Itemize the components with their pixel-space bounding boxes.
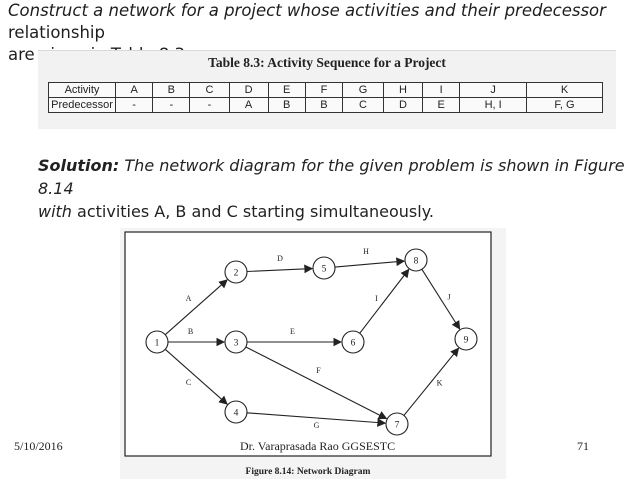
node-label-6: 6 [351,339,356,349]
table-cell: - [152,97,191,113]
edge-label-F: F [316,366,321,375]
node-4 [224,400,248,424]
edge-label-G: G [314,421,320,430]
edge-label-J: J [447,293,450,302]
footer-date: 5/10/2016 [14,439,63,453]
solution-text: Solution: The network diagram for the gi… [38,154,628,223]
table-cell: J [459,82,527,98]
figure-caption: Figure 8.14: Network Diagram [246,467,371,477]
network-diagram-panel: A B C D E F G H I J K 1 2 3 4 5 6 7 8 9 Figure 8.14: Netwo… [120,228,506,479]
node-label-9: 9 [464,336,469,346]
network-diagram: A B C D E F G H I J K 1 2 3 4 5 6 7 8 9 Figure 8.14: Netwo… [124,231,492,477]
edge-1-4 [164,348,228,405]
node-7 [385,412,409,436]
table-cell: E [422,97,461,113]
solution-line2-italic: with [38,202,72,221]
node-label-5: 5 [322,265,327,275]
intro-line1-italic: Construct a network for a project whose … [8,1,606,20]
node-9 [454,327,478,351]
edge-label-D: D [277,254,283,263]
edge-label-C: C [186,378,191,387]
table-cell: D [228,82,269,98]
table-title: Table 8.3: Activity Sequence for a Proje… [208,55,446,70]
node-label-4: 4 [234,409,239,419]
edge-4-7 [246,412,387,427]
solution-line1: The network diagram for the given proble… [38,156,625,198]
edge-label-A: A [186,294,192,303]
footer-author: Dr. Varaprasada Rao GGSESTC [240,439,396,453]
node-2 [224,260,248,284]
node-6 [341,330,365,354]
table-cell: C [342,97,384,113]
table-cell: F [304,82,344,98]
table-cell: - [189,97,230,113]
table-cell: G [342,82,384,98]
table-cell: H, I [459,97,527,113]
table-cell: E [267,82,306,98]
intro-line1-rest: relationship [8,23,105,42]
edge-label-I: I [375,294,378,303]
edge-label-E: E [290,327,295,336]
edge-2-5 [246,264,314,274]
node-label-7: 7 [395,421,400,431]
activity-table-panel: Table 8.3: Activity Sequence for a Proje… [38,50,616,129]
table-row-header: Activity [48,82,116,98]
edge-label-K: K [437,379,443,388]
node-5 [312,256,336,280]
node-8 [404,248,428,272]
solution-label: Solution: [38,156,120,175]
table-cell: A [114,82,154,98]
node-label-3: 3 [234,339,239,349]
node-label-8: 8 [414,257,419,267]
edge-label-H: H [363,247,369,256]
edge-1-2 [164,279,228,336]
solution-line2-rest: activities A, B and C starting simultane… [71,202,434,221]
table-cell: K [526,82,603,98]
table-row-header: Predecessor [48,97,116,113]
table-cell: B [152,82,191,98]
table-cell: C [189,82,230,98]
diagram-frame [124,231,492,457]
node-1 [145,330,169,354]
edge-3-7 [245,346,388,420]
table-cell: H [382,82,424,98]
table-cell: - [114,97,154,113]
table-cell: B [267,97,306,113]
node-label-1: 1 [155,339,160,349]
edge-7-9 [403,347,460,416]
table-cell: F, G [526,97,603,113]
table-cell: A [228,97,269,113]
table-cell: B [304,97,344,113]
table-cell: I [422,82,461,98]
edge-5-8 [334,257,406,268]
node-3 [224,330,248,354]
footer-page-number: 71 [577,439,589,453]
edge-8-9 [421,269,461,330]
table-cell: D [382,97,424,113]
node-label-2: 2 [234,269,239,279]
edge-6-8 [359,268,410,334]
edge-label-B: B [188,327,193,336]
